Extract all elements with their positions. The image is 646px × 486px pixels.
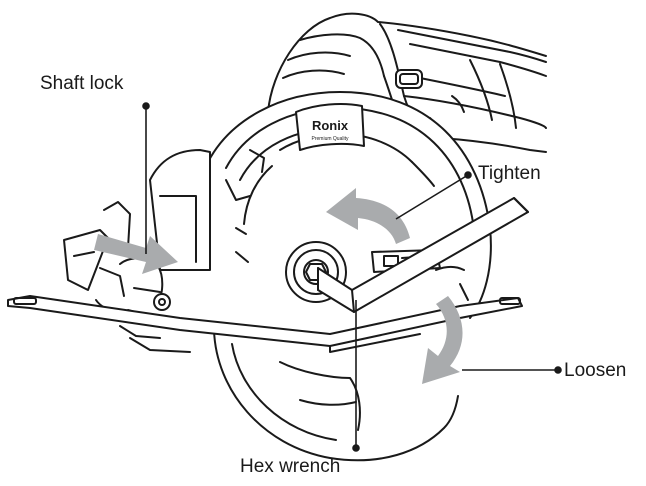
motor-housing [262, 12, 547, 166]
brand-plate [295, 103, 365, 151]
tighten-leader-dot [464, 171, 472, 179]
tighten-label: Tighten [478, 163, 541, 184]
front-handle [63, 149, 211, 325]
tighten-arrow [326, 188, 410, 244]
base-plate [7, 266, 523, 353]
brand-tagline: Premium Quality [312, 136, 349, 142]
saw-blade [213, 329, 459, 462]
shaft-lock-label: Shaft lock [40, 73, 124, 94]
hex-wrench-label: Hex wrench [240, 456, 341, 477]
tighten-leader [395, 174, 469, 220]
brand-logo-text: Ronix [312, 118, 349, 133]
shaft-lock-leader-dot [142, 102, 150, 110]
loosen-arrow [422, 296, 463, 384]
push-arrow [94, 234, 178, 274]
hex-wrench-leader-dot [352, 444, 360, 452]
hex-wrench [317, 197, 529, 313]
loosen-label: Loosen [564, 360, 627, 381]
loosen-leader-dot [554, 366, 562, 374]
